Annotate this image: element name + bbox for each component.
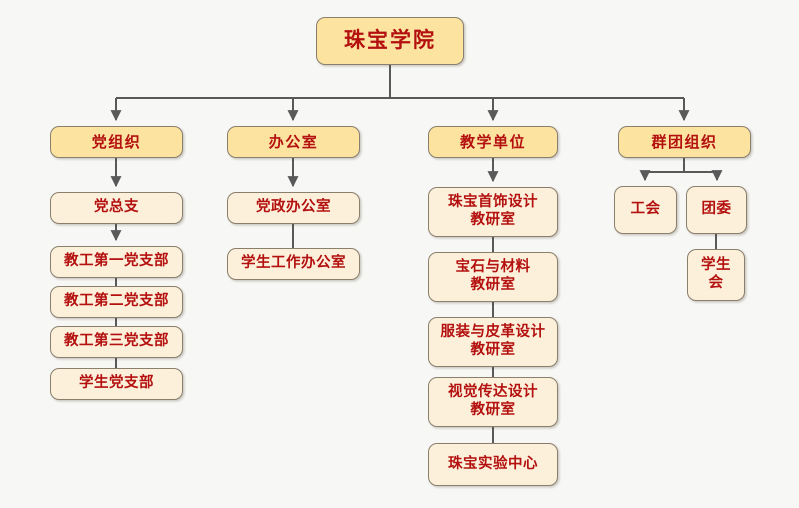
org-node-mass[interactable]: 群团组织 [618, 126, 751, 158]
org-node-mass-3[interactable]: 学生 会 [687, 249, 745, 301]
org-node-party-1[interactable]: 党总支 [50, 192, 183, 224]
org-node-teach-1[interactable]: 珠宝首饰设计 教研室 [428, 187, 558, 237]
org-node-root[interactable]: 珠宝学院 [316, 17, 464, 65]
org-node-mass-1[interactable]: 工会 [614, 186, 677, 234]
org-node-party-2[interactable]: 教工第一党支部 [50, 246, 183, 278]
org-node-office-1[interactable]: 党政办公室 [227, 192, 360, 224]
org-node-party-3[interactable]: 教工第二党支部 [50, 286, 183, 318]
org-node-teach-4[interactable]: 视觉传达设计 教研室 [428, 377, 558, 427]
org-node-party-5[interactable]: 学生党支部 [50, 368, 183, 400]
org-node-teach-5[interactable]: 珠宝实验中心 [428, 443, 558, 486]
org-node-party-4[interactable]: 教工第三党支部 [50, 326, 183, 358]
org-node-party[interactable]: 党组织 [50, 126, 183, 158]
org-node-office[interactable]: 办公室 [227, 126, 360, 158]
org-node-mass-2[interactable]: 团委 [686, 186, 747, 234]
org-node-teaching[interactable]: 教学单位 [428, 126, 558, 158]
org-node-office-2[interactable]: 学生工作办公室 [227, 248, 360, 280]
org-node-teach-3[interactable]: 服装与皮革设计 教研室 [428, 317, 558, 367]
org-node-teach-2[interactable]: 宝石与材料 教研室 [428, 252, 558, 302]
